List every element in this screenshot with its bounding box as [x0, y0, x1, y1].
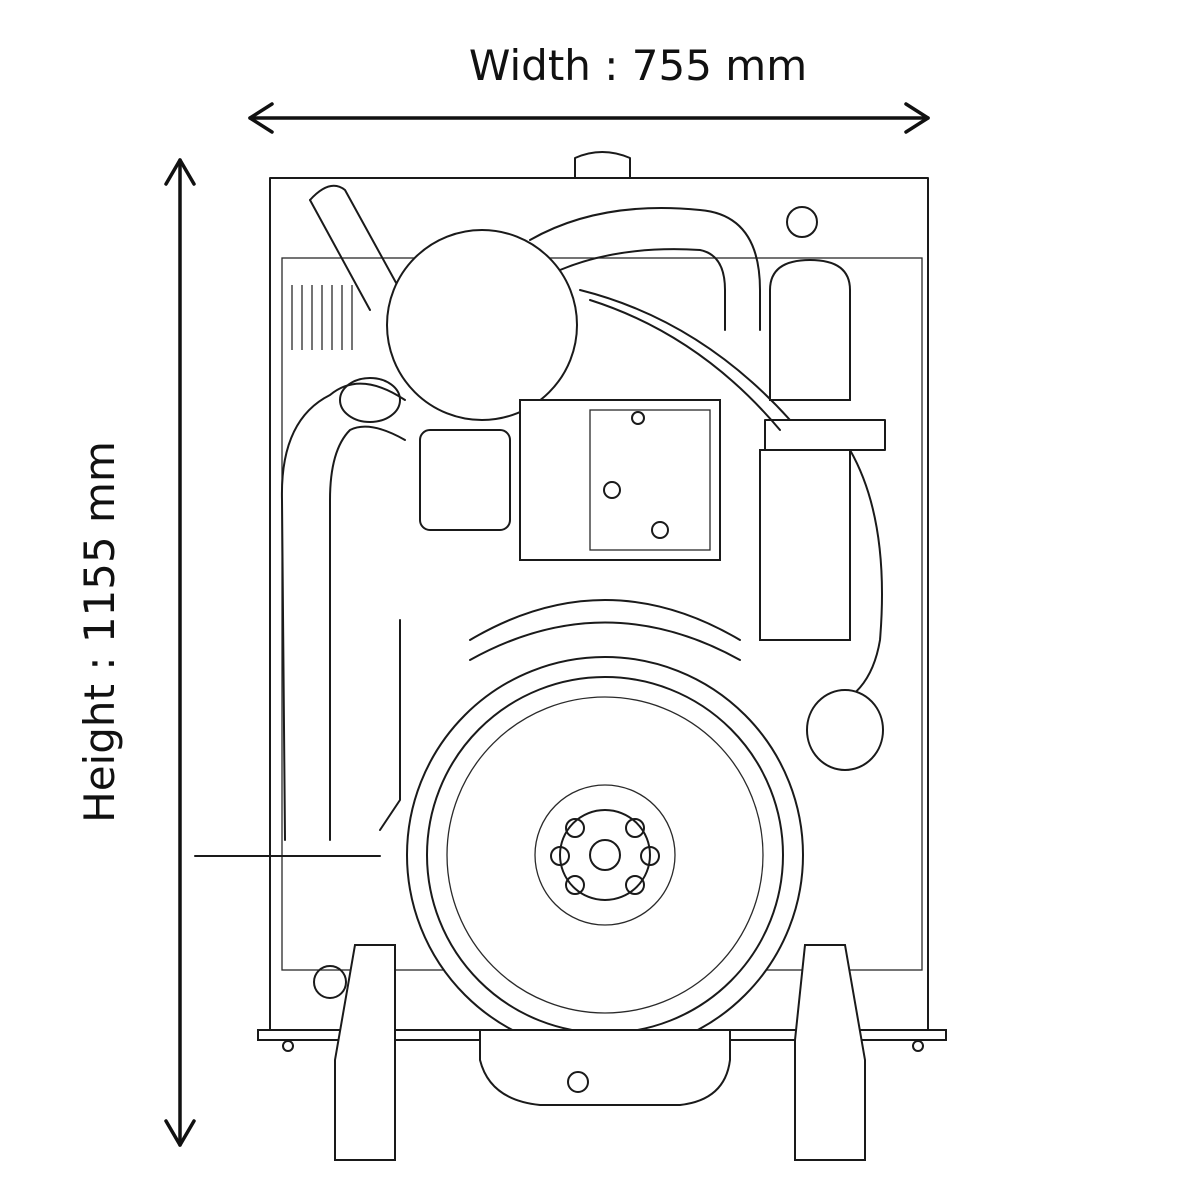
height-label: Height : 1155 mm	[75, 441, 124, 823]
oil-sump	[479, 1029, 731, 1106]
flywheel-housing	[406, 656, 804, 1054]
filter-head	[764, 419, 886, 451]
coolant-hose-left	[280, 382, 406, 841]
height-arrowhead-top	[164, 158, 196, 186]
intake-pipe-upper	[309, 184, 401, 291]
drain-valve	[313, 965, 347, 999]
fuel-line	[579, 289, 791, 421]
fuel-filter	[759, 449, 851, 641]
upper-hose	[469, 599, 741, 641]
width-label: Width : 755 mm	[469, 41, 807, 90]
width-arrowhead-right	[904, 102, 930, 134]
radiator-cap	[574, 151, 631, 179]
width-arrowhead-left	[248, 102, 274, 134]
air-filter	[386, 229, 578, 421]
coolant-reservoir	[769, 258, 851, 401]
grille-slats	[291, 285, 353, 350]
engine-mount-right	[794, 944, 866, 1161]
hub-bolts	[550, 818, 660, 895]
left-piping	[379, 619, 401, 831]
intake-manifold-pipe	[529, 207, 761, 331]
sensor-plug	[786, 206, 818, 238]
height-arrowhead-bottom	[164, 1119, 196, 1147]
alternator	[806, 689, 884, 771]
crank-center	[589, 839, 621, 871]
flywheel	[446, 696, 764, 1014]
turbocharger	[419, 429, 511, 531]
flywheel-hub	[559, 809, 651, 901]
height-dimension: Height : 1155 mm	[75, 158, 196, 1147]
hose-clamp	[339, 377, 401, 423]
engine-outline	[194, 151, 947, 1161]
engine-mount-left	[334, 944, 396, 1161]
flywheel-hub-ring	[534, 784, 676, 926]
width-dimension: Width : 755 mm	[248, 41, 930, 134]
engine-block	[519, 399, 721, 561]
